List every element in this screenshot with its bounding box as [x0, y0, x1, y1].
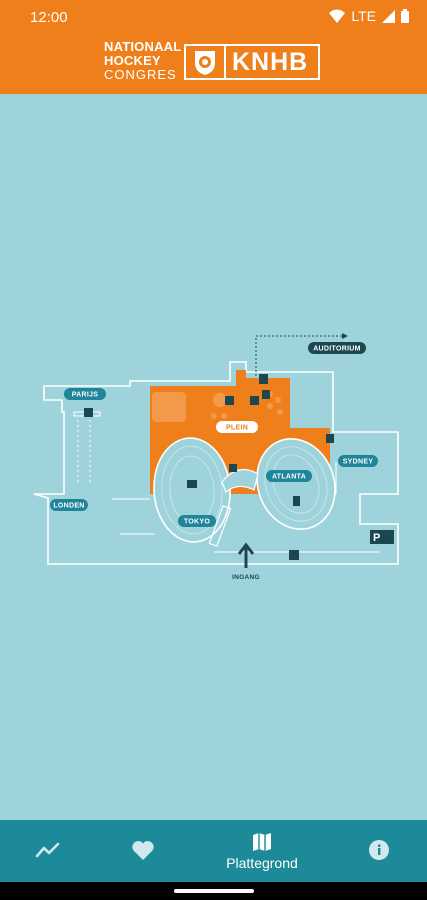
parking-label: P	[373, 532, 380, 544]
label-parijs[interactable]: PARIJS	[64, 388, 106, 400]
status-bar: 12:00 LTE	[0, 0, 427, 36]
brand-line-3: CONGRES	[104, 67, 177, 82]
svg-text:PLEIN: PLEIN	[226, 425, 248, 432]
stairs-icon-center	[229, 464, 237, 472]
room-labels: AUDITORIUM PARIJS LONDEN PLEIN ATLANTA S…	[50, 342, 378, 581]
entrance-arrow-icon	[237, 542, 255, 568]
battery-icon	[401, 9, 409, 23]
svg-text:AUDITORIUM: AUDITORIUM	[313, 346, 361, 353]
svg-text:INGANG: INGANG	[232, 574, 260, 581]
svg-text:ATLANTA: ATLANTA	[272, 474, 306, 481]
stairs-icon-plein	[250, 396, 259, 405]
brand-line-2: HOCKEY	[104, 53, 161, 68]
heart-icon	[132, 840, 154, 860]
label-londen[interactable]: LONDEN	[50, 499, 88, 511]
stairs-icon-ingang	[289, 550, 299, 560]
nav-item-plattegrond[interactable]: Plattegrond	[210, 820, 314, 882]
nav-item-favorites[interactable]	[110, 820, 176, 882]
network-label: LTE	[351, 8, 376, 24]
label-plein[interactable]: PLEIN	[216, 421, 258, 433]
lift-icon-plein	[262, 390, 270, 399]
brand-divider	[224, 46, 226, 78]
map-icon	[253, 832, 271, 851]
app-header: NATIONAAL HOCKEY CONGRES KNHB	[0, 36, 427, 94]
info-icon-atlanta	[293, 496, 300, 506]
auditorium-route	[255, 333, 348, 376]
atlanta-room	[256, 438, 336, 530]
central-ramp	[221, 468, 259, 493]
floor-plan-svg: P AUDITORIUM PARIJS LONDEN PLEIN ATLA	[33, 333, 399, 581]
media-icon-tokyo	[187, 480, 197, 488]
brand-logo-nhc: NATIONAAL HOCKEY CONGRES	[104, 39, 182, 82]
parking-sign-icon	[370, 530, 394, 544]
knhb-wordmark: KNHB	[232, 47, 309, 76]
floor-map[interactable]: P AUDITORIUM PARIJS LONDEN PLEIN ATLA	[0, 94, 427, 820]
toilet-icon-plein	[225, 396, 234, 405]
label-ingang: INGANG	[232, 574, 260, 581]
gesture-bar	[0, 882, 427, 900]
crest-icon	[195, 51, 215, 75]
home-indicator[interactable]	[174, 889, 254, 893]
info-icon	[369, 839, 389, 860]
lift-icon-auditorium	[259, 374, 268, 384]
trend-icon	[35, 842, 60, 857]
wifi-icon	[329, 9, 346, 23]
brand-logo-knhb: KNHB	[184, 44, 320, 80]
svg-text:TOKYO: TOKYO	[184, 519, 211, 526]
corridor-bench	[208, 505, 232, 547]
brand-line-1: NATIONAAL	[104, 39, 182, 54]
stairs-icon-sydney	[326, 434, 334, 443]
facility-icons	[84, 374, 394, 560]
bottom-navigation: Plattegrond	[0, 820, 427, 882]
toilet-icon-parijs	[84, 408, 93, 417]
svg-text:SYDNEY: SYDNEY	[343, 459, 374, 466]
svg-text:PARIJS: PARIJS	[72, 392, 99, 399]
nav-label-plattegrond: Plattegrond	[226, 854, 298, 871]
label-tokyo[interactable]: TOKYO	[178, 515, 216, 527]
building-outline	[33, 361, 399, 565]
signal-icon	[382, 9, 395, 23]
status-time: 12:00	[30, 9, 68, 26]
svg-text:LONDEN: LONDEN	[53, 503, 84, 510]
plein-decoration	[152, 391, 283, 422]
label-sydney[interactable]: SYDNEY	[338, 455, 378, 467]
status-icons: LTE	[329, 8, 409, 24]
label-atlanta[interactable]: ATLANTA	[266, 470, 312, 482]
nav-item-info[interactable]	[346, 820, 412, 882]
nav-item-trend[interactable]	[14, 820, 82, 882]
label-auditorium[interactable]: AUDITORIUM	[308, 342, 366, 354]
